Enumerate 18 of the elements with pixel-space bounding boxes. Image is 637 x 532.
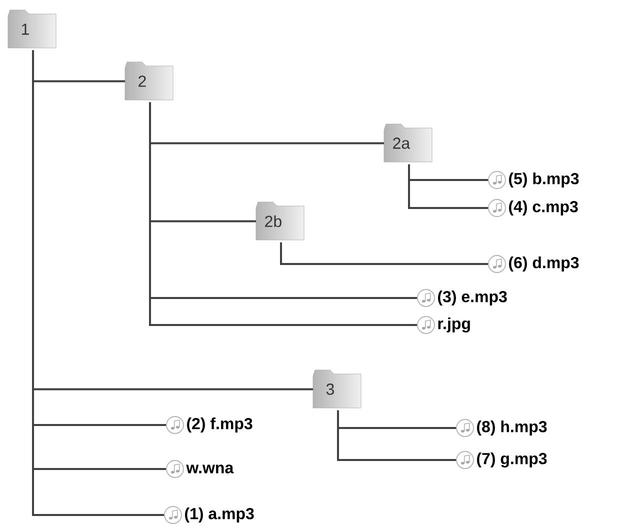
tree-line — [280, 242, 488, 265]
file-entry: (8) h.mp3 — [477, 420, 547, 436]
file-entry: (2) f.mp3 — [187, 418, 252, 432]
folder: 3 — [312, 370, 362, 408]
folder: 2 — [124, 62, 174, 100]
file-entry: r.jpg — [438, 318, 470, 332]
file-entry: w.wna — [186, 464, 234, 474]
file-entry: (3) e.mp3 — [438, 290, 507, 306]
tree-line — [408, 164, 488, 209]
folder: 2b — [256, 202, 304, 240]
tree-line — [337, 410, 456, 461]
file-entry: (6) d.mp3 — [509, 256, 579, 272]
file-entry: (7) g.mp3 — [477, 452, 547, 468]
file-entry: (4) c.mp3 — [509, 200, 578, 216]
folder: 1 — [8, 10, 56, 48]
file-entry: (5) b.mp3 — [509, 172, 579, 188]
file-entry: (1) a.mp3 — [185, 508, 254, 522]
folder: 2a — [384, 124, 432, 162]
